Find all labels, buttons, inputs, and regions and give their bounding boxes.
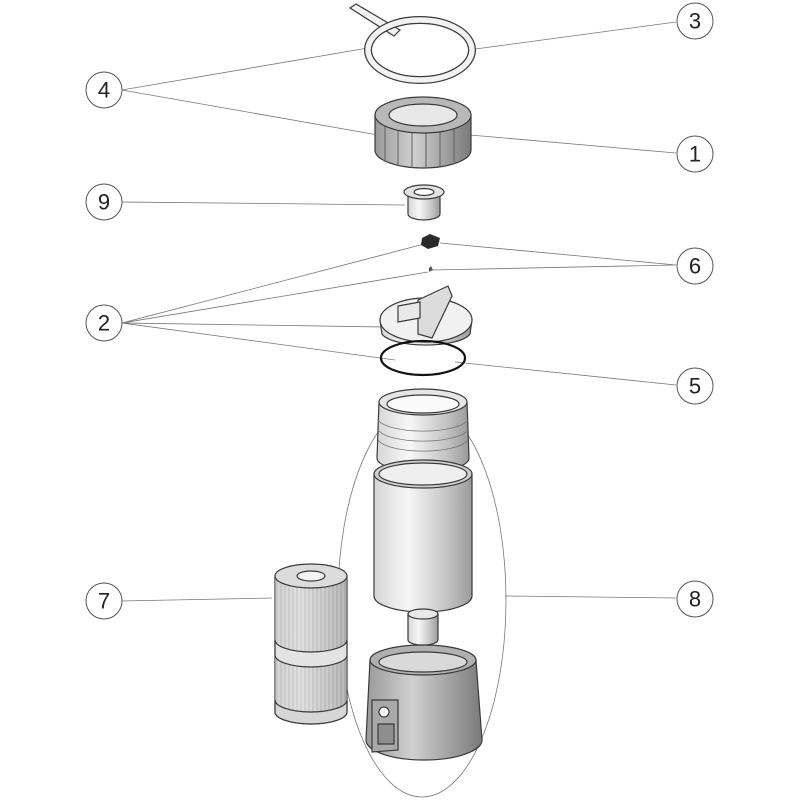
leader-1 — [469, 134, 677, 154]
callout-marker-9: 9 — [85, 183, 123, 221]
leader-8 — [504, 595, 677, 599]
leader-lines — [121, 21, 677, 798]
callout-marker-1: 1 — [676, 135, 714, 173]
callout-label-9: 9 — [98, 190, 110, 215]
leader-6a — [439, 242, 677, 266]
callout-label-6: 6 — [689, 254, 701, 279]
callout-label-7: 7 — [98, 589, 110, 614]
leader-2b — [121, 271, 429, 324]
leader-3 — [467, 21, 677, 51]
part-filter-housing — [365, 388, 483, 761]
part-top-lid — [379, 285, 473, 346]
leader-2d — [121, 322, 396, 361]
callout-marker-3: 3 — [676, 2, 714, 40]
part-threaded-nut — [374, 96, 472, 169]
part-filter-cartridge — [274, 563, 348, 725]
callout-marker-8: 8 — [676, 580, 714, 618]
leader-2a — [121, 242, 429, 324]
leader-6b — [431, 264, 677, 271]
callout-marker-4: 4 — [85, 71, 123, 109]
callout-marker-6: 6 — [676, 247, 714, 285]
callout-label-5: 5 — [689, 374, 701, 399]
callout-marker-5: 5 — [676, 367, 714, 405]
callout-label-8: 8 — [689, 587, 701, 612]
leader-2c — [121, 322, 386, 328]
callout-label-4: 4 — [98, 78, 110, 103]
part-ring-wrench — [348, 3, 476, 84]
callout-marker-7: 7 — [85, 582, 123, 620]
leader-5 — [454, 361, 677, 386]
callout-label-3: 3 — [689, 9, 701, 34]
callout-label-1: 1 — [689, 142, 701, 167]
callout-marker-2: 2 — [85, 304, 123, 342]
leader-4a — [121, 47, 369, 91]
part-o-ring — [379, 339, 467, 377]
callout-label-2: 2 — [98, 311, 110, 336]
leader-7 — [121, 597, 273, 602]
leader-9 — [121, 201, 406, 206]
part-fitting — [403, 184, 445, 221]
part-valve-plug — [421, 234, 440, 272]
leader-4b — [121, 89, 379, 136]
